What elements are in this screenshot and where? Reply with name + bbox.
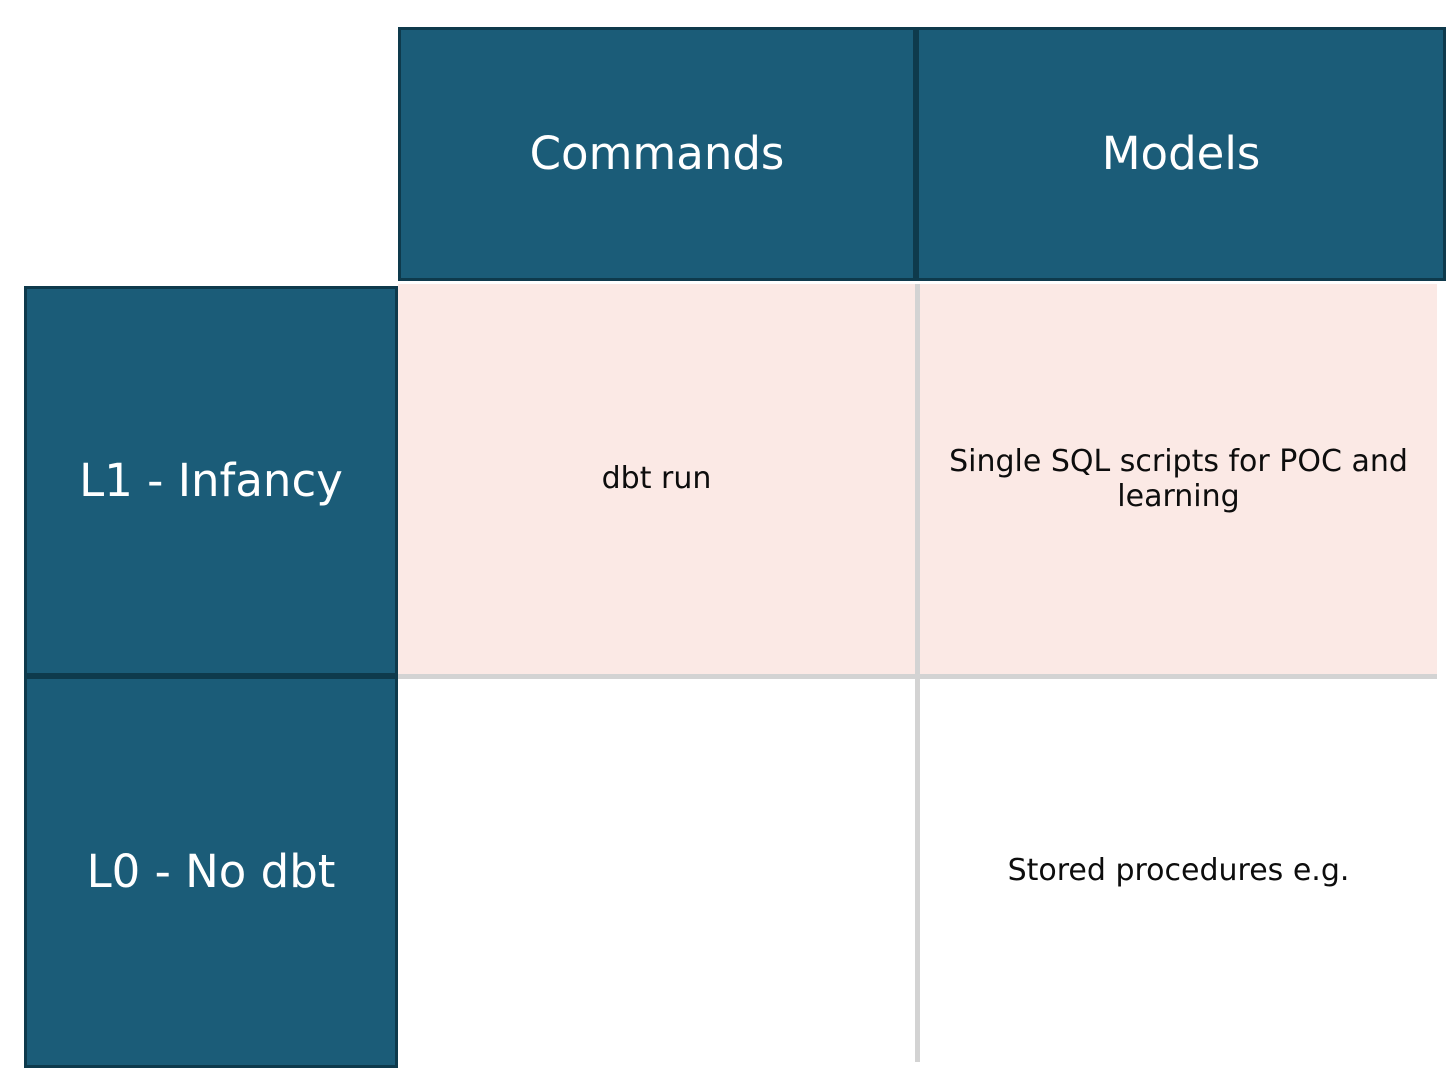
row-header-l1-infancy[interactable]: L1 - Infancy — [24, 286, 398, 676]
cell-l1-commands-text: dbt run — [601, 461, 712, 497]
row-header-l1-infancy-label: L1 - Infancy — [79, 454, 343, 508]
cell-l1-models[interactable]: Single SQL scripts for POC and learning — [920, 284, 1437, 674]
cell-l0-models-text: Stored procedures e.g. — [1007, 852, 1350, 888]
cell-l1-commands[interactable]: dbt run — [398, 284, 915, 674]
cell-l0-commands[interactable] — [398, 679, 915, 1062]
cell-l0-models[interactable]: Stored procedures e.g. — [920, 679, 1437, 1062]
column-header-models[interactable]: Models — [916, 27, 1446, 281]
row-header-l0-no-dbt[interactable]: L0 - No dbt — [24, 676, 398, 1068]
grid-divider-horizontal-rows — [398, 674, 1437, 679]
cell-l1-models-text: Single SQL scripts for POC and learning — [949, 443, 1408, 514]
row-header-l0-no-dbt-label: L0 - No dbt — [86, 845, 336, 899]
grid-border-bottom — [398, 1057, 1437, 1062]
column-header-commands[interactable]: Commands — [398, 27, 916, 281]
column-header-models-label: Models — [1101, 127, 1261, 181]
column-header-commands-label: Commands — [529, 127, 785, 181]
grid-divider-vertical-columns — [915, 284, 920, 1062]
